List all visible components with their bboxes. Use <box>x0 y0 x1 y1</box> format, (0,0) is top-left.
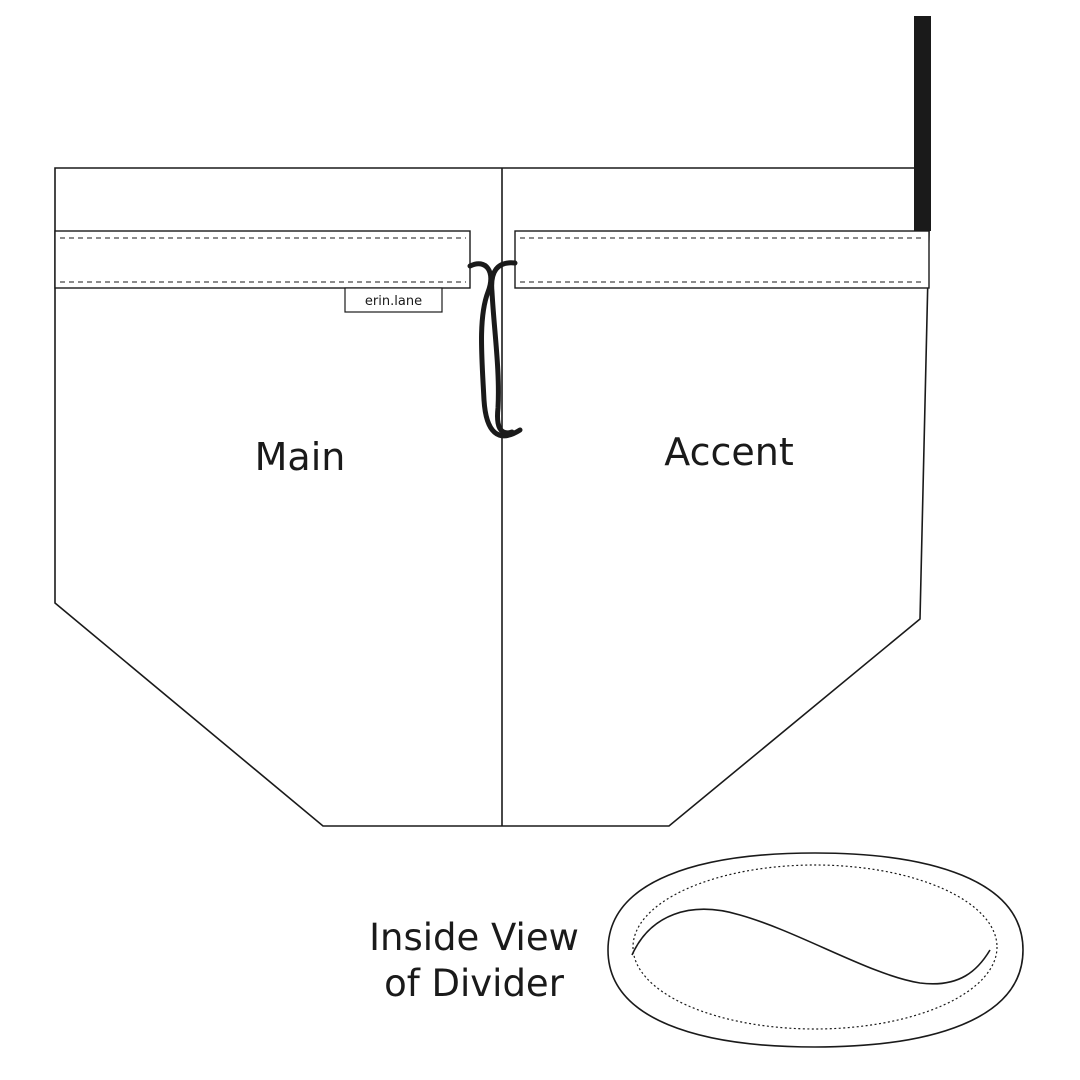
divider-inside-view <box>607 852 1024 1048</box>
cord-right-strand <box>489 260 518 436</box>
brand-tag-box <box>344 287 443 313</box>
right-casing-band <box>514 230 930 289</box>
brand-tag: erin.lane <box>344 287 443 313</box>
brand-tag-text: erin.lane <box>365 294 422 309</box>
right-panel-label: Accent <box>664 430 793 474</box>
strap <box>914 16 931 231</box>
divider-inner-stitch <box>632 864 998 1030</box>
caption-line-2: of Divider <box>384 962 565 1005</box>
left-casing-band <box>54 230 471 289</box>
drawstring-cord <box>467 260 523 439</box>
left-panel-label: Main <box>255 435 346 479</box>
divider-outer-rim <box>607 852 1024 1048</box>
caption-line-1: Inside View <box>369 916 579 959</box>
cord-left-strand <box>467 261 523 439</box>
right-casing <box>514 230 930 289</box>
left-casing <box>54 230 471 289</box>
divider-fabric-curve <box>631 908 991 985</box>
